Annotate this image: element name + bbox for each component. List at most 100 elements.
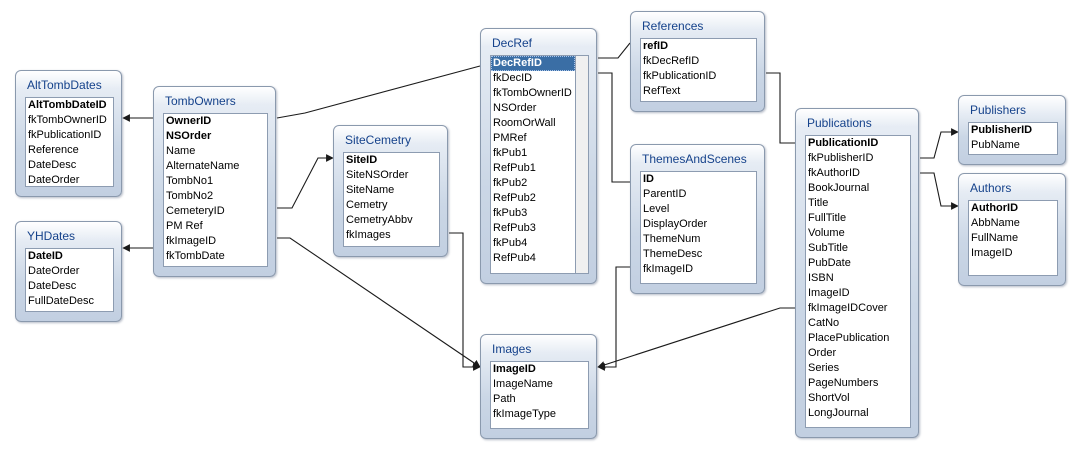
- field-row[interactable]: fkPublisherID: [808, 152, 874, 164]
- field-row[interactable]: DateOrder: [28, 265, 80, 277]
- field-row[interactable]: NSOrder: [493, 102, 537, 114]
- field-row[interactable]: RefPub4: [493, 252, 536, 264]
- field-row[interactable]: ParentID: [643, 188, 687, 200]
- primary-key-field[interactable]: SiteID: [346, 154, 378, 166]
- field-row[interactable]: RefPub2: [493, 192, 536, 204]
- field-row[interactable]: ShortVol: [808, 392, 850, 404]
- field-row[interactable]: DateDesc: [28, 159, 77, 171]
- field-row[interactable]: FullDateDesc: [28, 295, 95, 307]
- field-row[interactable]: AlternateName: [166, 160, 240, 172]
- field-row[interactable]: FullName: [971, 232, 1019, 244]
- field-row[interactable]: ISBN: [808, 272, 834, 284]
- field-row[interactable]: fkTombOwnerID: [28, 114, 107, 126]
- field-list[interactable]: AltTombDateID fkTombOwnerID fkPublicationI…: [25, 97, 114, 187]
- field-row[interactable]: PlacePublication: [808, 332, 890, 344]
- field-row[interactable]: fkTombOwnerID: [493, 87, 572, 99]
- primary-key-field[interactable]: AltTombDateID: [28, 99, 107, 111]
- field-row[interactable]: RefPub3: [493, 222, 536, 234]
- field-row[interactable]: SubTitle: [808, 242, 848, 254]
- field-list[interactable]: refID fkDecRefID fkPublicationID RefText: [640, 38, 757, 102]
- field-row[interactable]: Order: [808, 347, 837, 359]
- field-row[interactable]: BookJournal: [808, 182, 870, 194]
- primary-key-field[interactable]: refID: [643, 40, 669, 52]
- field-row[interactable]: fkPub1: [493, 147, 528, 159]
- field-row[interactable]: CemeteryID: [166, 205, 225, 217]
- field-row[interactable]: PM Ref: [166, 220, 203, 232]
- field-row[interactable]: fkPub4: [493, 237, 528, 249]
- field-row[interactable]: PubDate: [808, 257, 851, 269]
- field-row[interactable]: SiteNSOrder: [346, 169, 409, 181]
- field-row[interactable]: TombNo2: [166, 190, 214, 202]
- field-row[interactable]: Path: [493, 393, 516, 405]
- field-row[interactable]: fkImages: [346, 229, 391, 241]
- field-row[interactable]: AbbName: [971, 217, 1020, 229]
- field-row[interactable]: DateDesc: [28, 280, 77, 292]
- primary-key-field[interactable]: OwnerID: [166, 115, 212, 127]
- field-row[interactable]: RefText: [643, 85, 681, 97]
- field-row[interactable]: TombNo1: [166, 175, 214, 187]
- field-row[interactable]: fkPublicationID: [643, 70, 717, 82]
- field-row[interactable]: Level: [643, 203, 670, 215]
- primary-key-field[interactable]: PublicationID: [808, 137, 879, 149]
- primary-key-field[interactable]: ID: [643, 173, 654, 185]
- field-row[interactable]: fkImageType: [493, 408, 556, 420]
- field-row[interactable]: PubName: [971, 139, 1020, 151]
- primary-key-field[interactable]: ImageID: [493, 363, 536, 375]
- field-row[interactable]: ThemeNum: [643, 233, 701, 245]
- field-row[interactable]: fkPub3: [493, 207, 528, 219]
- field-row[interactable]: PageNumbers: [808, 377, 879, 389]
- primary-key-field[interactable]: NSOrder: [166, 130, 212, 142]
- field-row[interactable]: Title: [808, 197, 829, 209]
- field-row[interactable]: fkAuthorID: [808, 167, 860, 179]
- field-row[interactable]: Reference: [28, 144, 79, 156]
- field-row[interactable]: fkDecRefID: [643, 55, 700, 67]
- field-row[interactable]: fkImageID: [643, 263, 694, 275]
- field-list[interactable]: PublicationID fkPublisherID fkAuthorID Book…: [805, 135, 911, 428]
- field-row[interactable]: DateOrder: [28, 174, 80, 186]
- field-row[interactable]: DisplayOrder: [643, 218, 708, 230]
- field-row[interactable]: LongJournal: [808, 407, 869, 419]
- primary-key-field[interactable]: DecRefID: [491, 56, 575, 71]
- field-row[interactable]: fkImageID: [166, 235, 217, 247]
- primary-key-field[interactable]: DateID: [28, 250, 63, 262]
- primary-key-field[interactable]: AuthorID: [971, 202, 1019, 214]
- field-row[interactable]: RefPub1: [493, 162, 536, 174]
- field-row[interactable]: Volume: [808, 227, 845, 239]
- primary-key-field[interactable]: PublisherID: [971, 124, 1033, 136]
- field-row[interactable]: Cemetry: [346, 199, 388, 211]
- field-row[interactable]: PMRef: [493, 132, 527, 144]
- field-row[interactable]: CatNo: [808, 317, 840, 329]
- field-row[interactable]: fkPublicationID: [28, 129, 102, 141]
- field-row[interactable]: fkDecID: [493, 72, 533, 84]
- field-row[interactable]: RoomOrWall: [493, 117, 556, 129]
- field-row[interactable]: ImageID: [808, 287, 850, 299]
- field-row[interactable]: ThemeDesc: [643, 248, 703, 260]
- field-row[interactable]: CemetryAbbv: [346, 214, 413, 226]
- vertical-scrollbar[interactable]: [576, 55, 589, 274]
- field-row[interactable]: fkPub2: [493, 177, 528, 189]
- field-row[interactable]: Name: [166, 145, 196, 157]
- field-list[interactable]: PublisherID PubName: [968, 122, 1058, 155]
- field-row[interactable]: SiteName: [346, 184, 395, 196]
- field-row[interactable]: ImageID: [971, 247, 1013, 259]
- field-row[interactable]: fkTombDate: [166, 250, 225, 262]
- field-row[interactable]: ImageName: [493, 378, 553, 390]
- field-row[interactable]: fkImageIDCover: [808, 302, 888, 314]
- field-row[interactable]: FullTitle: [808, 212, 847, 224]
- field-row[interactable]: Series: [808, 362, 840, 374]
